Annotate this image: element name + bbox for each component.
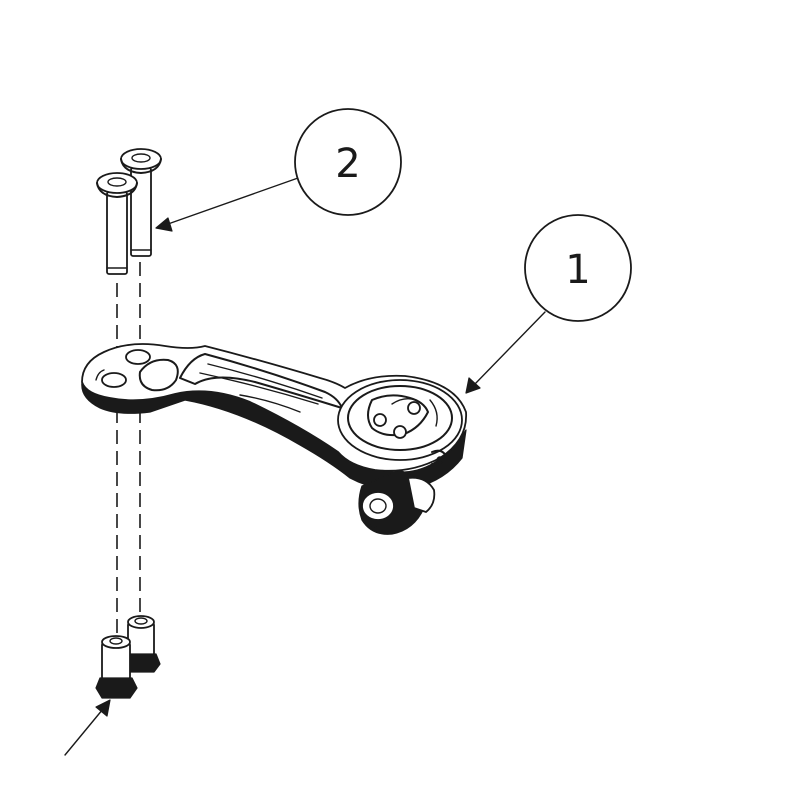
callout-label-2: 2 — [335, 141, 360, 187]
leader-line-1 — [465, 311, 546, 394]
callout-label-1: 1 — [565, 247, 590, 293]
callout-balloon-2: 2 — [294, 108, 402, 216]
computer-mount — [81, 343, 467, 491]
nut-front — [95, 635, 138, 699]
screw-rear — [120, 148, 162, 257]
assembly-axis-lines — [116, 262, 141, 650]
leader-line-2 — [155, 177, 299, 232]
screw-front — [96, 172, 138, 275]
lower-adapter — [358, 469, 436, 535]
leader-line-nut — [64, 699, 111, 756]
callout-balloon-1: 1 — [524, 214, 632, 322]
